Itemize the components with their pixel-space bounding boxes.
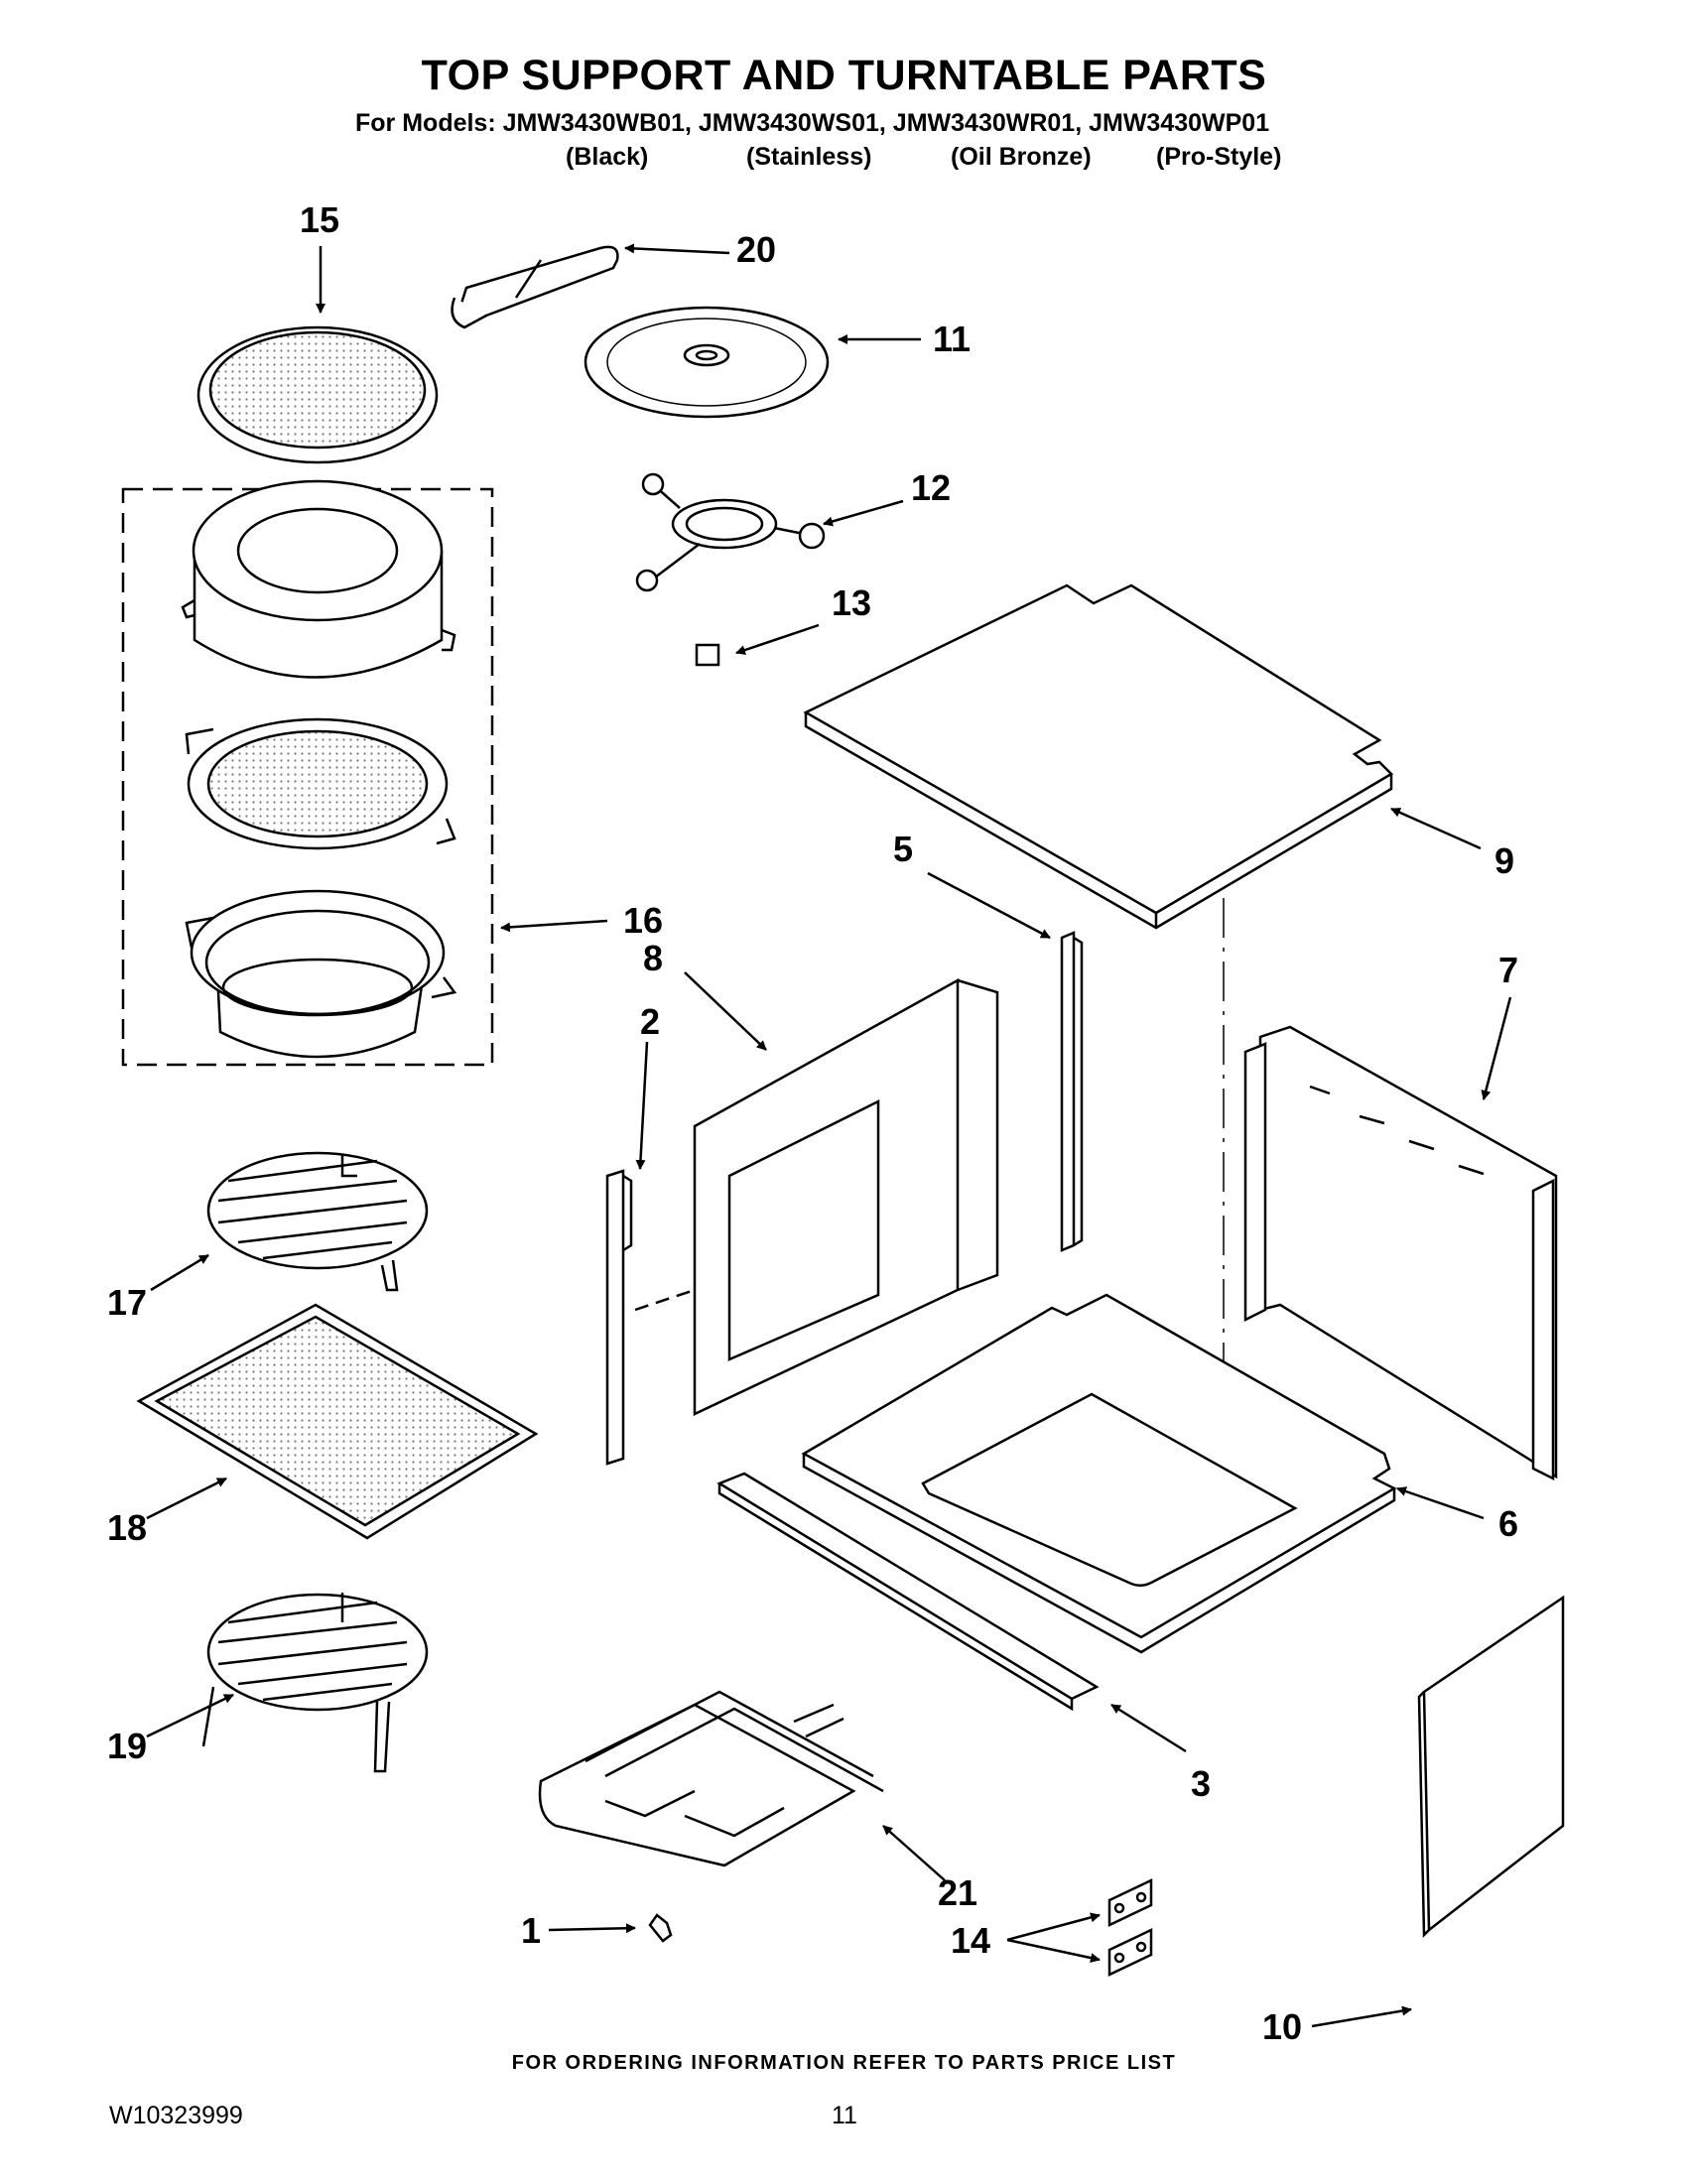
- part-7-side-panel: [1243, 1025, 1558, 1481]
- leader-14b: [1006, 1938, 1101, 1963]
- part-6-bottom-panel: [801, 1293, 1397, 1654]
- page-title: TOP SUPPORT AND TURNTABLE PARTS: [421, 52, 1267, 99]
- part-18-tray: [136, 1303, 539, 1540]
- callout-5: 5: [893, 829, 914, 869]
- part-8-side-panel: [634, 977, 999, 1416]
- part-2-bracket: [605, 1169, 633, 1466]
- part-9-top-panel: [803, 583, 1394, 930]
- part-19-tall-rack: [201, 1593, 429, 1773]
- variant-stainless: (Stainless): [746, 143, 872, 171]
- leader-arrows: [146, 243, 1512, 2028]
- page-number: 11: [832, 2102, 857, 2129]
- leader-21: [882, 1825, 946, 1881]
- leader-3: [1110, 1703, 1187, 1753]
- leader-5: [927, 871, 1051, 940]
- callout-7: 7: [1498, 950, 1519, 990]
- models-line: For Models: JMW3430WB01, JMW3430WS01, JM…: [355, 109, 1270, 137]
- part-16-steamer-basket: [185, 717, 456, 850]
- callout-17: 17: [107, 1282, 148, 1323]
- callout-10: 10: [1262, 2006, 1303, 2047]
- callout-13: 13: [832, 582, 872, 623]
- callout-1: 1: [521, 1910, 542, 1951]
- callout-21: 21: [938, 1872, 978, 1913]
- callout-15: 15: [300, 199, 340, 240]
- part-12-turntable-support: [635, 472, 826, 592]
- leader-14a: [1006, 1912, 1101, 1942]
- callout-16: 16: [623, 900, 664, 941]
- leader-6: [1396, 1486, 1485, 1520]
- leader-9: [1390, 807, 1482, 850]
- leader-2: [635, 1041, 649, 1170]
- part-15-crisper-pan: [196, 325, 439, 464]
- part-11-turntable: [584, 306, 830, 419]
- callout-20: 20: [736, 229, 777, 270]
- part-1-clip: [648, 1913, 673, 1943]
- callout-9: 9: [1494, 840, 1515, 881]
- part-16-steamer-lid: [181, 479, 456, 679]
- leader-7: [1481, 996, 1512, 1100]
- callout-19: 19: [107, 1726, 148, 1766]
- part-14-plates: [1107, 1878, 1153, 1977]
- part-13-coupler: [695, 643, 720, 667]
- leader-1: [548, 1923, 636, 1934]
- leader-10: [1311, 2005, 1412, 2028]
- part-10-door-panel: [1417, 1595, 1565, 1938]
- leader-19: [146, 1693, 234, 1738]
- callout-2: 2: [640, 1001, 661, 1042]
- callout-3: 3: [1191, 1763, 1212, 1804]
- callout-14: 14: [951, 1920, 991, 1961]
- leader-13: [735, 623, 820, 655]
- leader-16: [500, 919, 608, 933]
- leader-20: [624, 243, 730, 255]
- document-number: W10323999: [109, 2102, 243, 2129]
- part-5-rail: [1060, 931, 1084, 1252]
- part-17-rack: [206, 1151, 429, 1292]
- part-16-steamer-bowl: [185, 889, 457, 1059]
- callout-11: 11: [933, 319, 972, 359]
- leader-12: [823, 499, 904, 527]
- callout-6: 6: [1498, 1503, 1519, 1544]
- part-3-front-rail: [716, 1472, 1100, 1712]
- part-20-handle: [451, 245, 619, 329]
- variant-oil-bronze: (Oil Bronze): [951, 143, 1092, 171]
- ordering-note: FOR ORDERING INFORMATION REFER TO PARTS …: [511, 2052, 1177, 2074]
- callout-8: 8: [643, 938, 664, 978]
- variant-pro-style: (Pro-Style): [1156, 143, 1282, 171]
- callout-18: 18: [107, 1507, 148, 1548]
- leader-8: [684, 971, 767, 1051]
- leader-18: [146, 1477, 227, 1520]
- variant-black: (Black): [566, 143, 649, 171]
- part-21-heating-element: [538, 1690, 884, 1867]
- leader-17: [150, 1253, 209, 1292]
- callout-12: 12: [911, 467, 952, 508]
